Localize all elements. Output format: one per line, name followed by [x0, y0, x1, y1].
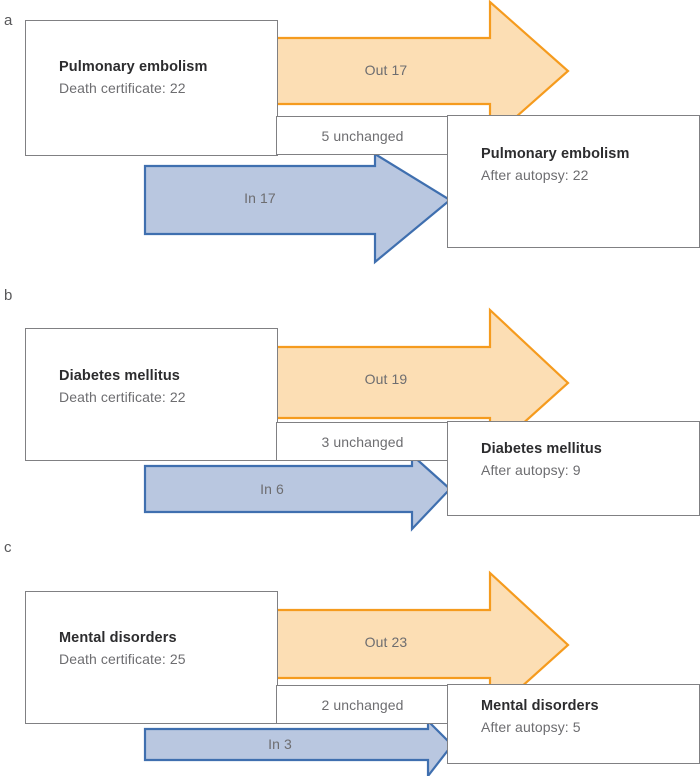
in-label-a: In 17: [244, 190, 276, 206]
target-box-b: [447, 421, 700, 516]
source-box-a: [25, 20, 278, 156]
out-label-c: Out 23: [364, 634, 408, 650]
target-subtitle-c: After autopsy: 5: [481, 719, 581, 736]
target-subtitle-b: After autopsy: 9: [481, 462, 581, 479]
source-subtitle-a: Death certificate: 22: [59, 80, 186, 97]
target-title-c: Mental disorders: [481, 698, 599, 714]
panel-letter-c: c: [4, 539, 12, 556]
in-arrow-a: [143, 152, 452, 265]
target-box-c: [447, 684, 700, 764]
out-label-a: Out 17: [364, 62, 408, 78]
out-label-b: Out 19: [364, 371, 408, 387]
source-title-a: Pulmonary embolism: [59, 59, 208, 75]
source-text-a: Pulmonary embolism Death certificate: 22: [25, 57, 278, 98]
unchanged-label-b: 3 unchanged: [321, 433, 404, 450]
target-subtitle-a: After autopsy: 22: [481, 167, 589, 184]
source-subtitle-c: Death certificate: 25: [59, 651, 186, 668]
source-text-b: Diabetes mellitus Death certificate: 22: [25, 366, 278, 407]
target-title-a: Pulmonary embolism: [481, 146, 630, 162]
unchanged-box-b: 3 unchanged: [276, 422, 449, 461]
in-label-c: In 3: [268, 736, 292, 752]
target-title-b: Diabetes mellitus: [481, 441, 602, 457]
source-text-c: Mental disorders Death certificate: 25: [25, 628, 278, 669]
source-title-b: Diabetes mellitus: [59, 368, 180, 384]
in-label-b: In 6: [260, 481, 284, 497]
unchanged-label-c: 2 unchanged: [321, 696, 404, 713]
source-subtitle-b: Death certificate: 22: [59, 389, 186, 406]
source-title-c: Mental disorders: [59, 630, 177, 646]
source-box-c: [25, 591, 278, 724]
panel-letter-b: b: [4, 287, 13, 304]
target-text-a: Pulmonary embolism After autopsy: 22: [447, 144, 700, 185]
target-text-c: Mental disorders After autopsy: 5: [447, 696, 700, 737]
target-text-b: Diabetes mellitus After autopsy: 9: [447, 439, 700, 480]
unchanged-label-a: 5 unchanged: [321, 127, 404, 144]
panel-letter-a: a: [4, 12, 13, 29]
unchanged-box-a: 5 unchanged: [276, 116, 449, 155]
target-box-a: [447, 115, 700, 248]
source-box-b: [25, 328, 278, 461]
unchanged-box-c: 2 unchanged: [276, 685, 449, 724]
